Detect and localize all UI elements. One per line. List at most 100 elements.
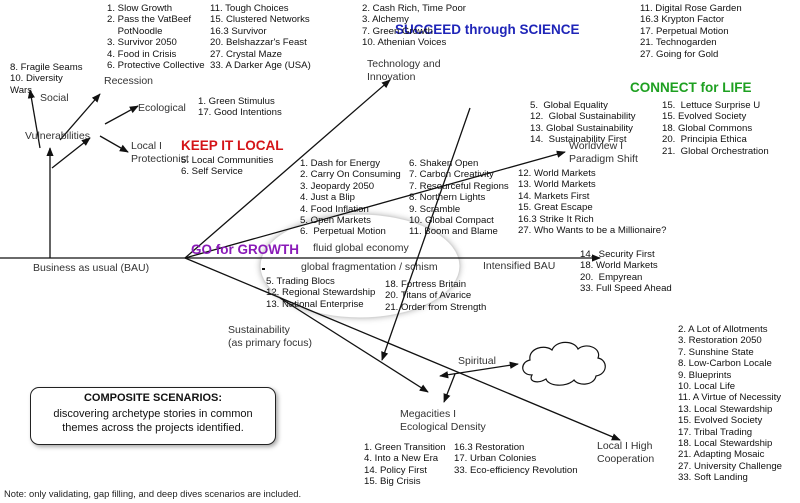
scenario-item: 9. Blueprints — [678, 369, 732, 381]
scenario-item: 10. Diversity — [10, 73, 63, 85]
social-arrow — [51, 137, 91, 169]
scenario-item: 20. Principia Ethica — [662, 134, 747, 146]
scenario-item: 6. Protective Collective — [107, 60, 205, 72]
scenario-item: 10. Global Compact — [409, 215, 494, 227]
scenario-item: 14. Security First — [580, 249, 655, 260]
scenario-item: 11. Boom and Blame — [409, 226, 498, 238]
scenario-item: 14. Sustainability First — [530, 134, 627, 146]
label-megacities: Megacities I Ecological Density — [400, 408, 486, 433]
label-bau: Business as usual (BAU) — [33, 262, 150, 274]
technology-arrow — [184, 79, 391, 259]
headline-growth: GO for GROWTH — [191, 242, 299, 257]
scenario-item: 18. Fortress Britain — [385, 279, 467, 290]
scenario-item: 16.3 Survivor — [210, 25, 267, 37]
scenario-item: 27. Crystal Maze — [210, 48, 282, 60]
scenario-item: 7. Sunshine State — [678, 346, 754, 358]
scenario-item: 21. Adapting Mosaic — [678, 449, 765, 461]
scenario-item: 3. Jeopardy 2050 — [300, 180, 375, 192]
scenario-item: 18. Local Stewardship — [678, 438, 773, 450]
scenario-item: 13. Local Stewardship — [678, 403, 773, 415]
spiritual-arrow — [381, 107, 471, 361]
scenario-item: 17. Urban Colonies — [454, 453, 537, 465]
scenario-item: 20. Empyrean — [580, 271, 643, 283]
scenario-item: 14. Policy First — [364, 464, 427, 476]
scenario-item: 21. Global Orchestration — [662, 145, 769, 157]
scenario-item: 16.3 Strike It Rich — [518, 213, 594, 225]
scenario-item: 12. Global Sustainability — [530, 111, 636, 123]
composite-body: discovering archetype stories in common … — [53, 408, 253, 434]
megacities-arrow — [279, 297, 429, 393]
scenario-item: 4. Into a New Era — [364, 453, 439, 465]
composite-scenarios-box: COMPOSITE SCENARIOS: discovering archety… — [30, 387, 276, 445]
label-sustainability: Sustainability (as primary focus) — [228, 324, 313, 349]
scenario-item: 14. Markets First — [518, 190, 590, 202]
scenario-item: 20. Titans of Avarice — [385, 290, 472, 302]
scenario-item: 12. World Markets — [518, 168, 596, 179]
scenario-item: 33. A Darker Age (USA) — [210, 60, 311, 72]
scenario-item: 2. Cash Rich, Time Poor — [362, 3, 466, 14]
scenario-item: 20. Belshazzar's Feast — [210, 37, 307, 49]
scenario-item: 11. A Virtue of Necessity — [678, 392, 782, 404]
label-local-protectionist: Local I Protectionist — [131, 140, 189, 165]
scenario-item: 15. Evolved Society — [662, 111, 747, 123]
scenario-item: 17. Perpetual Motion — [640, 25, 729, 37]
scenario-item: 11. Tough Choices — [210, 3, 289, 14]
scenario-item: 16.3 Restoration — [454, 442, 525, 453]
vulnerabilities-upper-arrow — [27, 89, 41, 149]
headline-succeed: SUCCEED through SCIENCE — [395, 22, 580, 37]
spiritual-cloud-arrow — [439, 361, 519, 379]
scenario-item: 6. Self Service — [181, 166, 243, 178]
label-recession: Recession — [104, 75, 154, 87]
scenario-item: 15. Lettuce Surprise U — [662, 100, 761, 111]
composite-title: COMPOSITE SCENARIOS: — [83, 392, 223, 404]
scenario-item: 7. Resourceful Regions — [409, 180, 509, 192]
scenario-item: 11. Digital Rose Garden — [640, 3, 742, 14]
label-fragmentation: global fragmentation / schism — [301, 261, 438, 273]
headline-keep-local: KEEP IT LOCAL — [181, 138, 284, 153]
scenario-item: 2. A Lot of Allotments — [678, 324, 768, 335]
scenario-item: 8. Fragile Seams — [10, 62, 83, 73]
headline-connect: CONNECT for LIFE — [630, 80, 752, 95]
scenario-item: 2. Carry On Consuming — [300, 169, 401, 181]
label-ecological: Ecological — [138, 102, 186, 114]
recession-arrow — [59, 93, 101, 141]
scenario-item: 4. Just a Blip — [300, 192, 355, 204]
scenario-item: 3. Alchemy — [362, 14, 409, 26]
scenario-item: 13. Global Sustainability — [530, 122, 633, 134]
cloud-shape — [522, 341, 606, 386]
scenario-item: 5. Global Equality — [530, 100, 608, 111]
scenario-item: 8. Low-Carbon Locale — [678, 358, 772, 370]
scenario-item: 12. Regional Stewardship — [266, 287, 376, 299]
scenario-item: 27. Going for Gold — [640, 48, 719, 60]
scenario-item: 4. Food Inflation — [300, 203, 369, 215]
scenario-item: 17. Good Intentions — [198, 107, 282, 119]
bau-bullet — [262, 268, 265, 270]
scenario-item: 1. Green Transition — [364, 442, 446, 453]
scenario-item: 1. Green Stimulus — [198, 96, 275, 107]
scenario-item: Wars — [10, 84, 33, 96]
scenario-item: 7. Carbon Creativity — [409, 169, 494, 181]
scenario-item: 13. World Markets — [518, 179, 596, 191]
scenario-item: PotNoodle — [107, 25, 163, 37]
scenario-item: 5. Local Communities — [181, 155, 274, 166]
scenario-item: 33. Soft Landing — [678, 472, 748, 484]
scenario-item: 33. Full Speed Ahead — [580, 283, 672, 295]
label-intensified: Intensified BAU — [483, 260, 556, 272]
ecological-arrow — [104, 105, 139, 125]
scenario-item: 8. Northern Lights — [409, 192, 486, 204]
scenario-item: 10. Local Life — [678, 381, 736, 393]
ellipse-highlight — [259, 213, 461, 319]
scenario-item: 18. World Markets — [580, 260, 658, 272]
